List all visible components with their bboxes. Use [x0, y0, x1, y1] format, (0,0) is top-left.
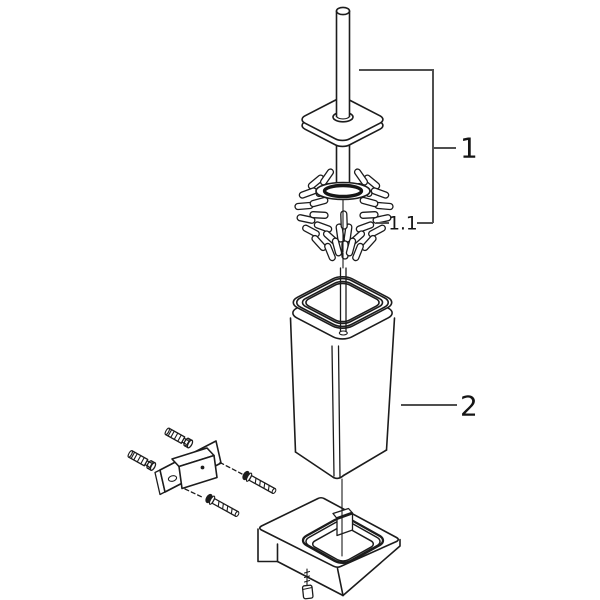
boss-pin-dot	[200, 465, 205, 470]
holder-side-faces	[257, 528, 401, 597]
brush-handle-upper	[335, 6, 351, 120]
assembly-axis-upper	[338, 252, 348, 336]
plate-boss-front	[178, 454, 218, 490]
container-glass	[287, 252, 397, 480]
callout-2-label: 2	[460, 390, 478, 423]
holder-clip-post	[332, 507, 354, 537]
container-rim	[287, 274, 397, 332]
mounting-screw-top	[242, 470, 277, 494]
callout-2: 2	[401, 390, 478, 423]
holder-recess	[298, 515, 388, 565]
holder-set-screw	[301, 568, 314, 600]
wall-anchor-top	[164, 427, 194, 449]
wall-mount-bracket	[127, 427, 277, 517]
mounting-screw-bottom	[205, 493, 240, 517]
container-body	[289, 317, 396, 480]
screw-axis-dashed-top	[219, 461, 243, 475]
callout-1-label: 1	[460, 132, 478, 165]
holder-bracket	[257, 478, 401, 600]
callout-1-1-label: 1.1	[388, 214, 417, 235]
screw-axis-dashed-bottom	[184, 488, 204, 499]
handle-top-cap	[335, 6, 351, 16]
brush-collar	[315, 181, 371, 201]
toilet-brush	[294, 6, 394, 262]
callout-1-bracket-line	[359, 69, 434, 223]
mounting-plate	[154, 440, 222, 496]
brush-head-bristles	[294, 168, 394, 262]
plate-screw-hole-bottom	[167, 475, 178, 482]
wall-anchor-left	[127, 450, 157, 471]
callout-1: 1 1.1	[359, 69, 478, 235]
